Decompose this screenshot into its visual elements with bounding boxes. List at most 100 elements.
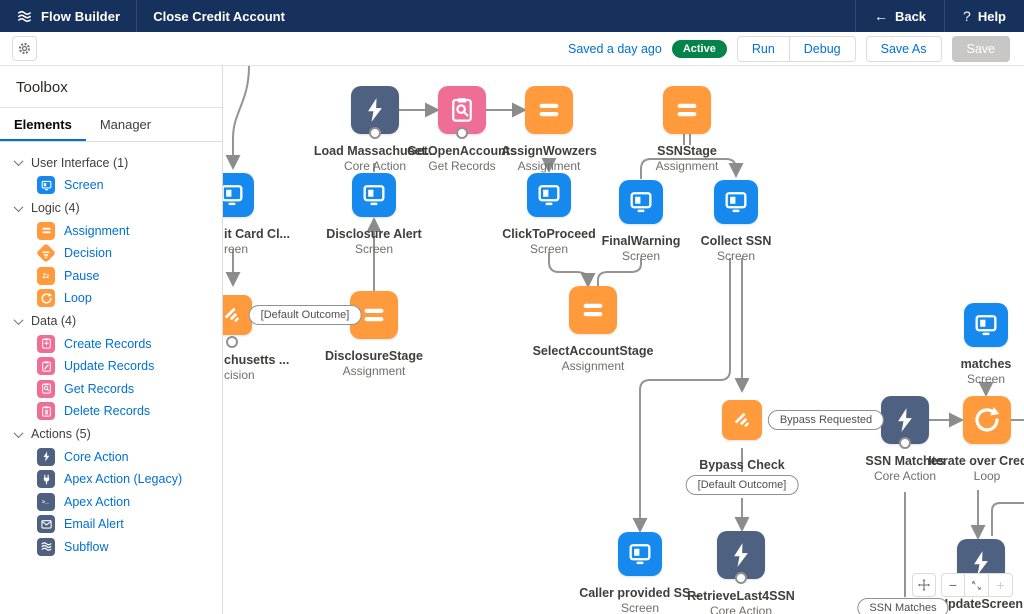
- section-label: Actions (5): [31, 427, 91, 441]
- section-data-4[interactable]: Data (4): [0, 310, 222, 333]
- zoom-out-button[interactable]: −: [941, 573, 965, 597]
- node-title: UpdateScreen: [938, 597, 1024, 611]
- node-type-label: Core Action: [873, 469, 937, 483]
- tab-elements[interactable]: Elements: [0, 108, 86, 141]
- node-title: ClickToProceed: [502, 227, 596, 241]
- toolbox-item-pause[interactable]: Zz Pause: [0, 265, 222, 288]
- node-title: Load Massachuset...: [313, 144, 437, 158]
- toolbox-item-screen[interactable]: Screen: [0, 174, 222, 197]
- screen-icon: [527, 173, 571, 217]
- svg-text:Zz: Zz: [42, 273, 49, 280]
- expand-icon: [972, 580, 981, 590]
- toolbox-panel: Toolbox Elements Manager User Interface (…: [0, 66, 223, 614]
- toolbox-item-assignment[interactable]: Assignment: [0, 220, 222, 243]
- node-type-label: Core Action: [709, 604, 773, 614]
- node-title: Bypass Check: [699, 458, 785, 472]
- screen-icon: [223, 173, 254, 217]
- connector-port[interactable]: [369, 127, 381, 139]
- tab-manager[interactable]: Manager: [99, 117, 152, 132]
- toolbox-item-apex-action[interactable]: >_Apex Action: [0, 491, 222, 514]
- screen-icon: [618, 532, 662, 576]
- screen-icon: [619, 180, 663, 224]
- chevron-down-icon: [13, 427, 24, 438]
- flow-connector: [991, 502, 1024, 536]
- zoom-in-button[interactable]: +: [989, 573, 1013, 597]
- toolbox-item-subflow[interactable]: Subflow: [0, 536, 222, 559]
- toolbox-item-label: Get Records: [64, 381, 135, 396]
- debug-button[interactable]: Debug: [789, 35, 856, 62]
- section-label: Data (4): [31, 314, 77, 328]
- node-title: SSN Matches: [865, 454, 945, 468]
- toolbox-item-label: Pause: [64, 268, 100, 283]
- node-type-label: Screen: [529, 242, 569, 256]
- assignment-icon: [663, 86, 711, 134]
- save-button[interactable]: Save: [951, 35, 1010, 62]
- toolbox-item-get-records[interactable]: Get Records: [0, 378, 222, 401]
- connector-port[interactable]: [899, 437, 911, 449]
- node-title: Caller provided SS...: [579, 586, 701, 600]
- node-type-label: Screen: [716, 249, 756, 263]
- section-label: Logic (4): [31, 201, 80, 215]
- top-navbar: Flow Builder Close Credit Account ← Back…: [0, 0, 1024, 32]
- node-type-label: Assignment: [342, 364, 406, 378]
- section-user-interface-1[interactable]: User Interface (1): [0, 151, 222, 174]
- toolbox-item-apex-action-legacy[interactable]: Apex Action (Legacy): [0, 468, 222, 491]
- connector-label-ssn-matches: SSN Matches: [857, 598, 949, 614]
- fit-view-button[interactable]: [965, 573, 989, 597]
- toolbox-item-label: Core Action: [64, 449, 129, 464]
- email-icon: [37, 515, 55, 534]
- toolbox-item-label: Update Records: [64, 359, 155, 374]
- node-title: it Card Cl...: [224, 227, 290, 241]
- pan-button[interactable]: [912, 573, 936, 597]
- core-icon: [717, 531, 765, 579]
- connector-port[interactable]: [226, 336, 238, 348]
- node-title: matches: [960, 357, 1012, 371]
- toolbox-item-loop[interactable]: Loop: [0, 287, 222, 310]
- chevron-down-icon: [13, 201, 24, 212]
- toolbox-item-decision[interactable]: Decision: [0, 242, 222, 265]
- section-label: User Interface (1): [31, 155, 129, 170]
- toolbox-item-label: Assignment: [64, 223, 130, 238]
- toolbox-item-email-alert[interactable]: Email Alert: [0, 513, 222, 536]
- toolbox-item-label: Delete Records: [64, 404, 151, 419]
- flow-toolbar: Saved a day ago Active Run Debug Save As…: [0, 32, 1024, 66]
- core-icon: [37, 447, 55, 466]
- toolbox-item-create-records[interactable]: Create Records: [0, 333, 222, 356]
- screen-icon: [37, 176, 55, 195]
- flow-builder-logo-icon: [18, 10, 31, 22]
- settings-button[interactable]: [12, 36, 37, 61]
- gear-icon: [18, 42, 31, 55]
- toolbox-item-label: Decision: [64, 246, 112, 261]
- apex-icon: >_: [37, 492, 55, 511]
- core-icon: [351, 86, 399, 134]
- connector-port[interactable]: [456, 127, 468, 139]
- toolbox-item-core-action[interactable]: Core Action: [0, 446, 222, 469]
- flow-connector: [597, 258, 642, 286]
- node-title: DisclosureStage: [325, 349, 423, 363]
- connector-port[interactable]: [735, 572, 747, 584]
- section-logic-4[interactable]: Logic (4): [0, 197, 222, 220]
- screen-icon: [964, 303, 1008, 347]
- node-type-label: reen: [224, 242, 249, 256]
- toolbox-item-label: Loop: [64, 291, 92, 306]
- toolbox-title: Toolbox: [0, 66, 222, 108]
- pan-icon: [917, 578, 931, 592]
- apex_legacy-icon: [37, 470, 55, 489]
- save-as-button[interactable]: Save As: [865, 35, 942, 62]
- node-title: AssignWowzers: [501, 144, 597, 158]
- help-button[interactable]: ? Help: [963, 8, 1006, 24]
- node-type-label: Loop: [973, 469, 1001, 483]
- node-title: chusetts ...: [224, 353, 290, 367]
- plus-icon: +: [996, 577, 1005, 593]
- run-button[interactable]: Run: [736, 35, 790, 62]
- connector-label-bypass-requested: Bypass Requested: [767, 410, 885, 430]
- section-actions-5[interactable]: Actions (5): [0, 423, 222, 446]
- toolbox-item-delete-records[interactable]: Delete Records: [0, 400, 222, 423]
- back-button[interactable]: ← Back: [873, 8, 927, 24]
- screen-icon: [352, 173, 396, 217]
- flow-connector: [548, 252, 596, 288]
- node-title: SSNStage: [657, 144, 717, 158]
- node-type-label: Screen: [620, 601, 660, 614]
- toolbox-item-update-records[interactable]: Update Records: [0, 355, 222, 378]
